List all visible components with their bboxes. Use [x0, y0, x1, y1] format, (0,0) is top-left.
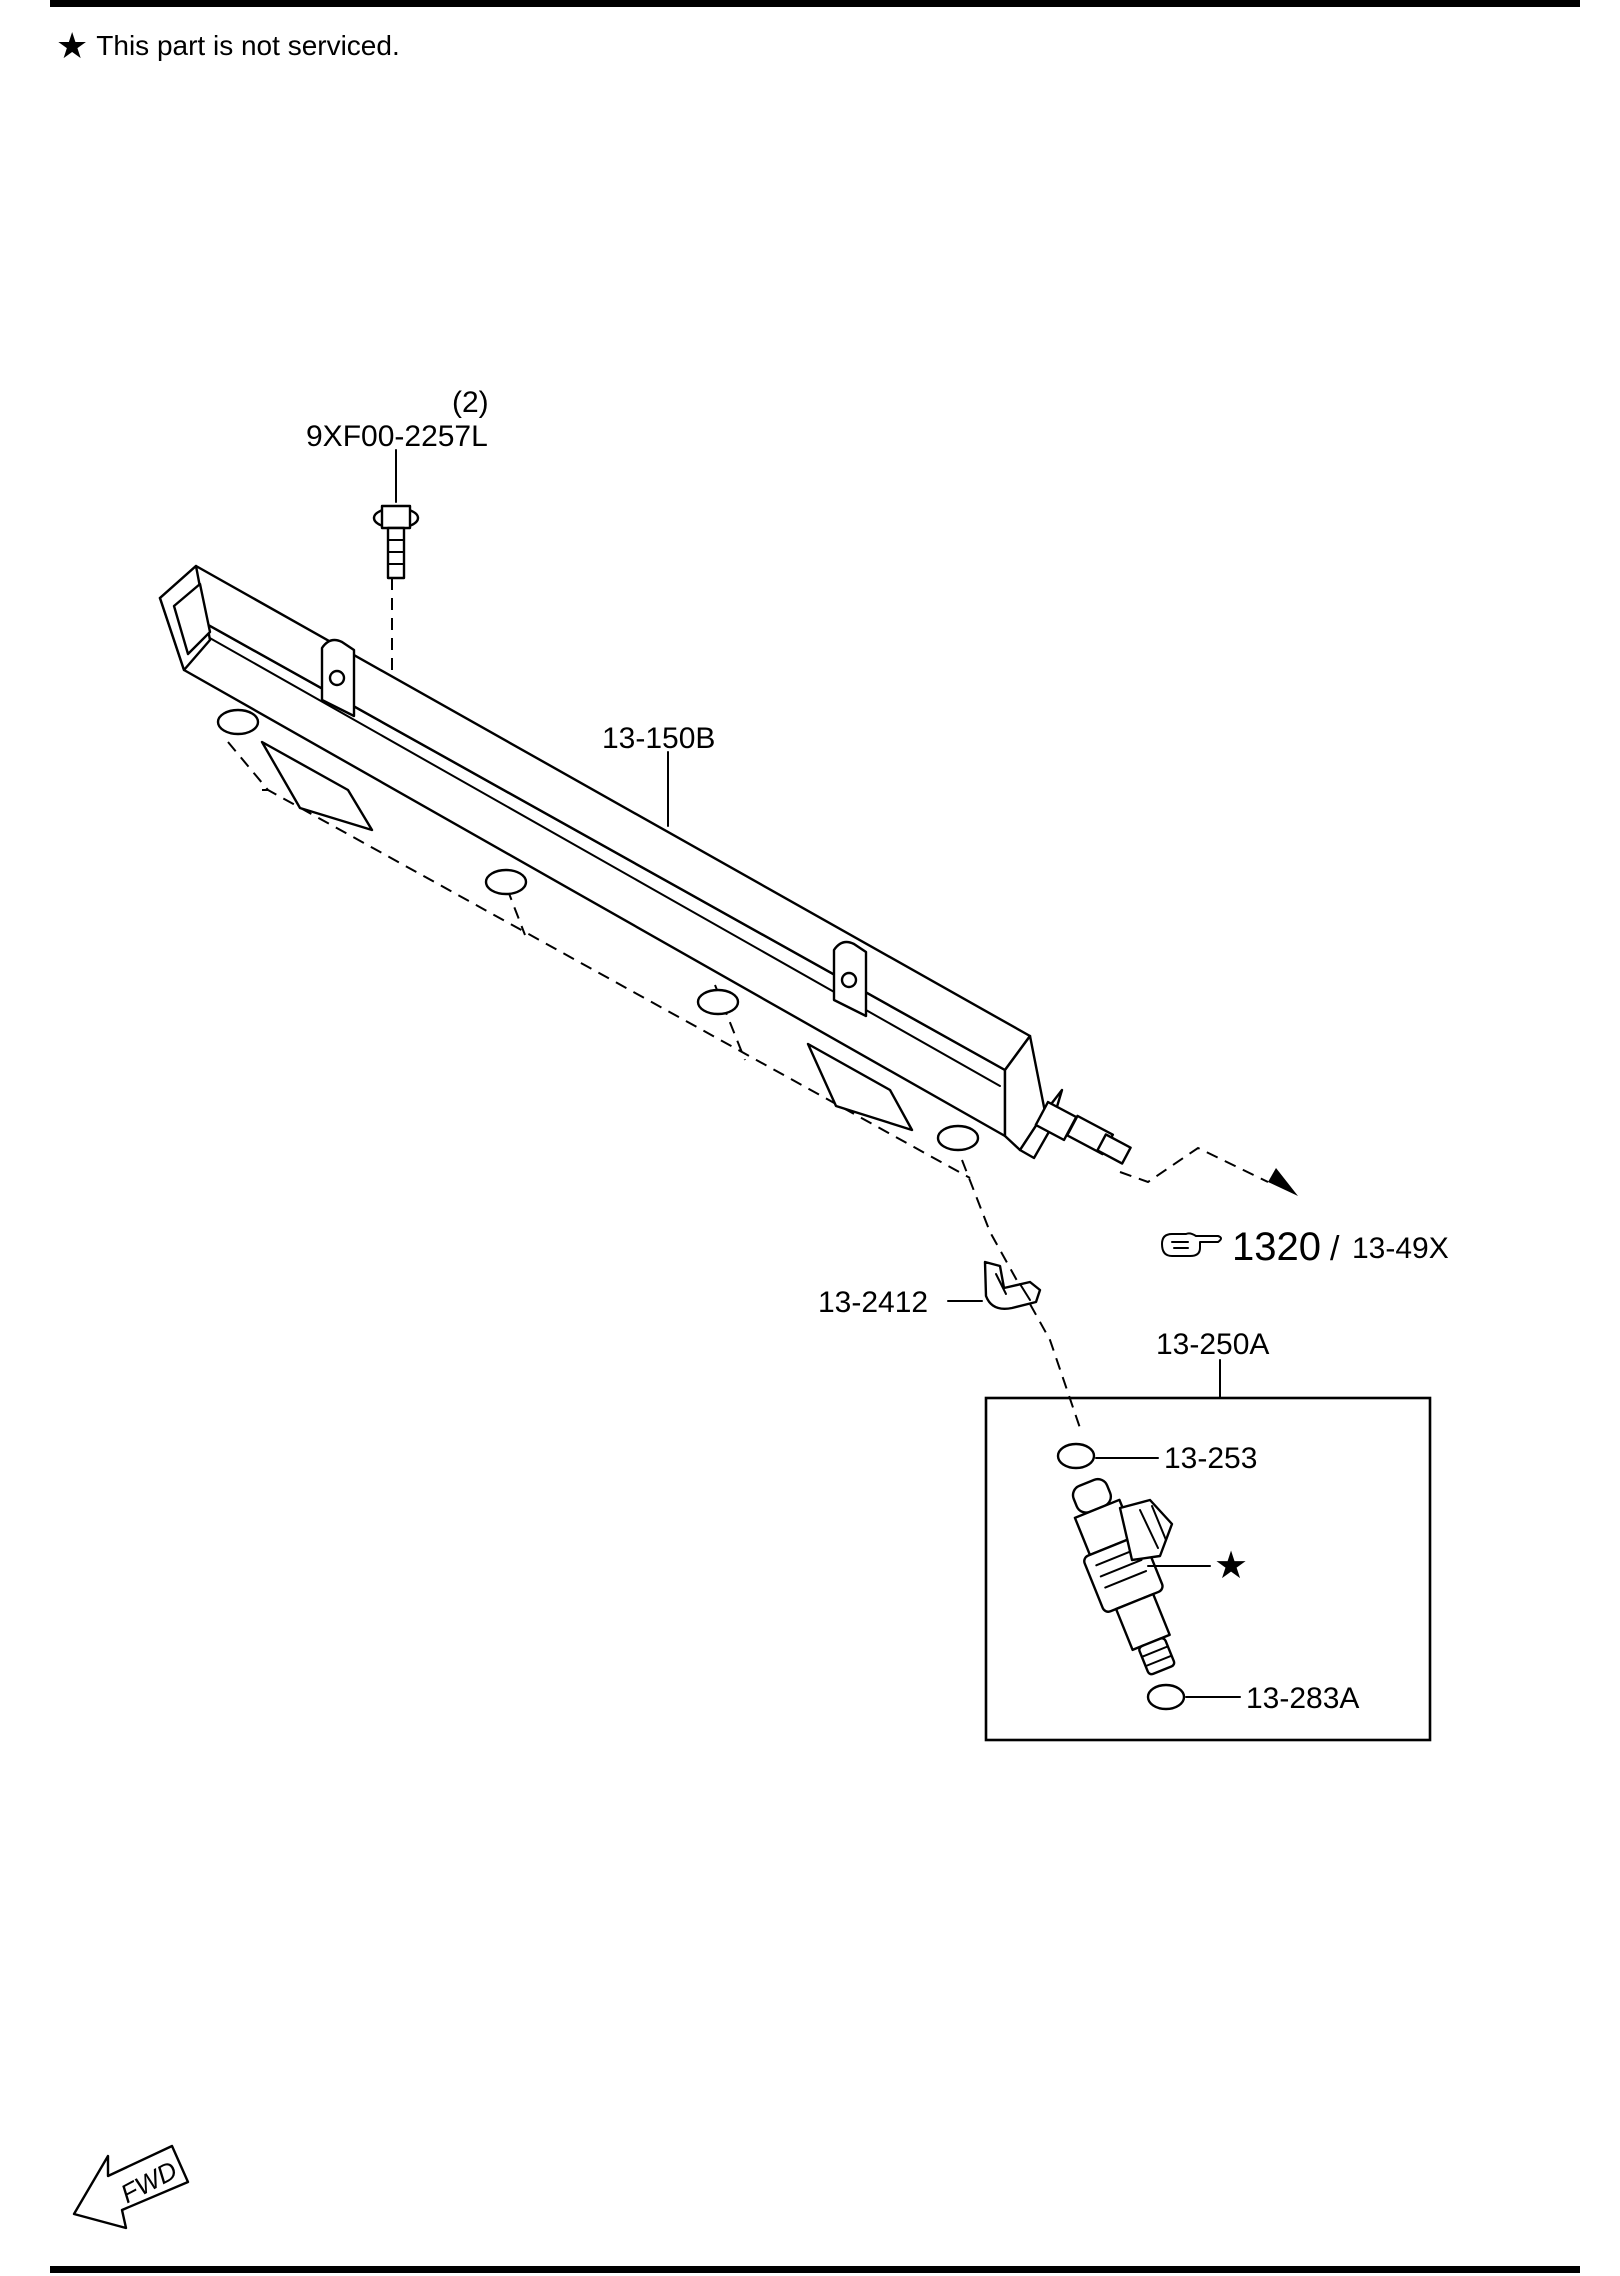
- reference-separator: /: [1330, 1230, 1340, 1268]
- star-icon: ★: [1214, 1545, 1248, 1587]
- bottom-border: [50, 2266, 1580, 2273]
- upper-o-ring: [1056, 1442, 1159, 1470]
- injector-assembly-box: [984, 1359, 1432, 1742]
- reference-part-number: 13-49X: [1352, 1232, 1449, 1265]
- upper-o-ring-part-number: 13-253: [1164, 1442, 1257, 1475]
- legend-note-text: This part is not serviced.: [96, 30, 400, 61]
- reference-section-number: 1320: [1232, 1225, 1321, 1269]
- top-border: [50, 0, 1580, 7]
- legend-note: ★ This part is not serviced.: [56, 28, 400, 64]
- lower-o-ring-part-number: 13-283A: [1246, 1682, 1359, 1715]
- fwd-arrow-icon: FWD: [72, 2144, 190, 2230]
- star-icon: ★: [56, 25, 89, 66]
- fuel-injector: [1071, 1477, 1211, 1676]
- bolt-quantity-label: (2): [452, 386, 489, 419]
- rail-part-number: 13-150B: [602, 722, 715, 755]
- lower-o-ring: [1146, 1683, 1241, 1711]
- fuel-rail: [158, 564, 1132, 1165]
- reference-arrowhead: [1268, 1168, 1298, 1196]
- retaining-clip: [947, 1260, 1042, 1310]
- bolt: [372, 449, 420, 580]
- clip-part-number: 13-2412: [818, 1286, 928, 1319]
- injector-assembly-part-number: 13-250A: [1156, 1328, 1269, 1361]
- pointing-hand-icon: [1161, 1232, 1222, 1257]
- bolt-part-number: 9XF00-2257L: [306, 420, 488, 453]
